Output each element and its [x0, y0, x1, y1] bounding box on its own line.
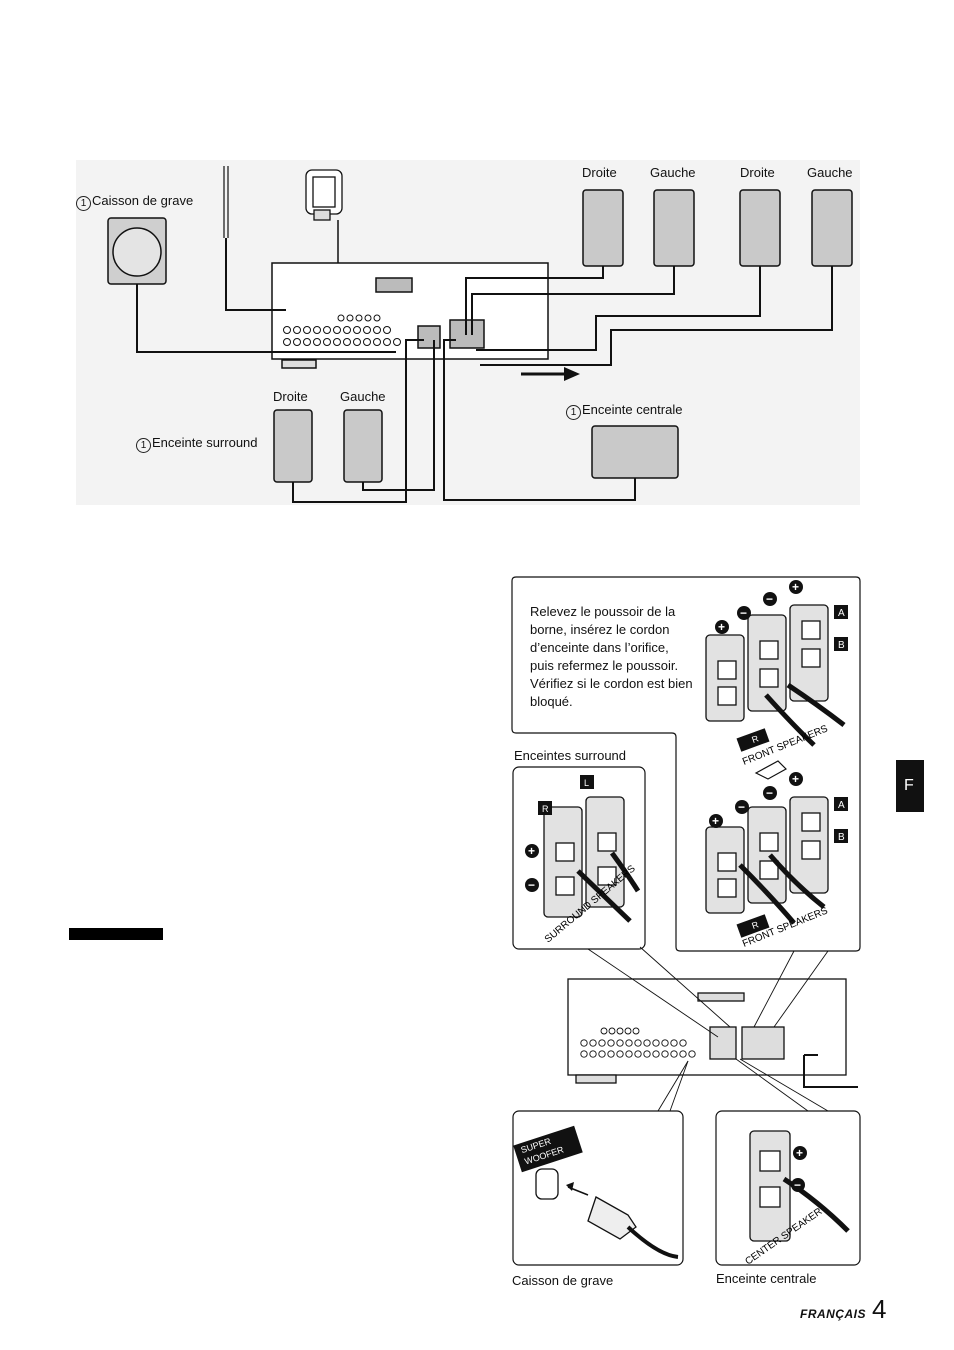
front-speaker-label-1: Droite [582, 165, 617, 180]
svg-text:A: A [838, 800, 845, 811]
terminal-detail-drawing: R FRONT SPEAKERS + − − + A B R [511, 576, 861, 1267]
front-terminal-bottom [705, 796, 829, 914]
svg-text:R: R [542, 804, 549, 814]
terminal-detail-illustration: R FRONT SPEAKERS + − − + A B R [508, 575, 864, 1275]
svg-text:−: − [528, 878, 535, 892]
footer-language: FRANÇAIS [800, 1307, 866, 1321]
receiver-jacks [283, 314, 401, 346]
svg-text:B: B [838, 640, 845, 651]
black-heading-bar [69, 928, 163, 940]
polarity-markers-top: + − − + [715, 580, 803, 634]
subwoofer-speaker [107, 217, 167, 285]
front-speaker-label-4: Gauche [807, 165, 853, 180]
surround-label-text: Enceinte surround [152, 435, 258, 450]
polarity-markers-bottom: + − − + [709, 772, 803, 828]
marker-1: 1 [136, 438, 151, 453]
svg-text:A: A [838, 608, 845, 619]
front-speaker-label-3: Droite [740, 165, 775, 180]
subwoofer-label-text: Caisson de grave [92, 193, 194, 208]
center-caption: Enceinte centrale [716, 1271, 817, 1286]
svg-text:+: + [712, 814, 719, 828]
center-label-text: Enceinte centrale [582, 402, 683, 417]
svg-text:−: − [740, 606, 747, 620]
front-speakers [582, 189, 853, 267]
surround-speakers [273, 409, 383, 483]
surround-speaker-label-left: Gauche [340, 389, 386, 404]
svg-text:−: − [766, 592, 773, 606]
receiver-back-jacks [580, 1027, 696, 1058]
marker-1: 1 [566, 405, 581, 420]
language-side-tab: F [896, 760, 924, 812]
speaker-wires [136, 238, 833, 503]
am-antenna [305, 169, 343, 221]
svg-text:+: + [796, 1146, 803, 1160]
svg-text:−: − [766, 786, 773, 800]
surround-speakers-title: Enceintes surround [514, 748, 627, 763]
svg-text:L: L [584, 778, 589, 788]
terminal-instruction-text: Relevez le poussoir de la borne, insérez… [530, 604, 693, 709]
center-speaker [591, 425, 679, 479]
subwoofer-caption: Caisson de grave [512, 1273, 614, 1288]
page-footer: FRANÇAIS 4 [800, 1296, 886, 1322]
svg-text:+: + [792, 580, 799, 594]
receiver-back-panel [567, 978, 847, 1084]
svg-text:B: B [838, 832, 845, 843]
surround-terminal [543, 796, 625, 918]
svg-text:+: + [792, 772, 799, 786]
svg-text:−: − [738, 800, 745, 814]
svg-text:+: + [718, 620, 725, 634]
svg-text:−: − [794, 1178, 801, 1192]
svg-text:R: R [750, 919, 760, 931]
connection-diagram-drawing [76, 160, 860, 505]
front-speaker-label-2: Gauche [650, 165, 696, 180]
page-number: 4 [872, 1294, 887, 1324]
svg-text:+: + [528, 844, 535, 858]
front-terminal-top [705, 604, 829, 722]
front-r-mark: R [750, 733, 760, 745]
surround-speaker-label-right: Droite [273, 389, 308, 404]
marker-1: 1 [76, 196, 91, 211]
